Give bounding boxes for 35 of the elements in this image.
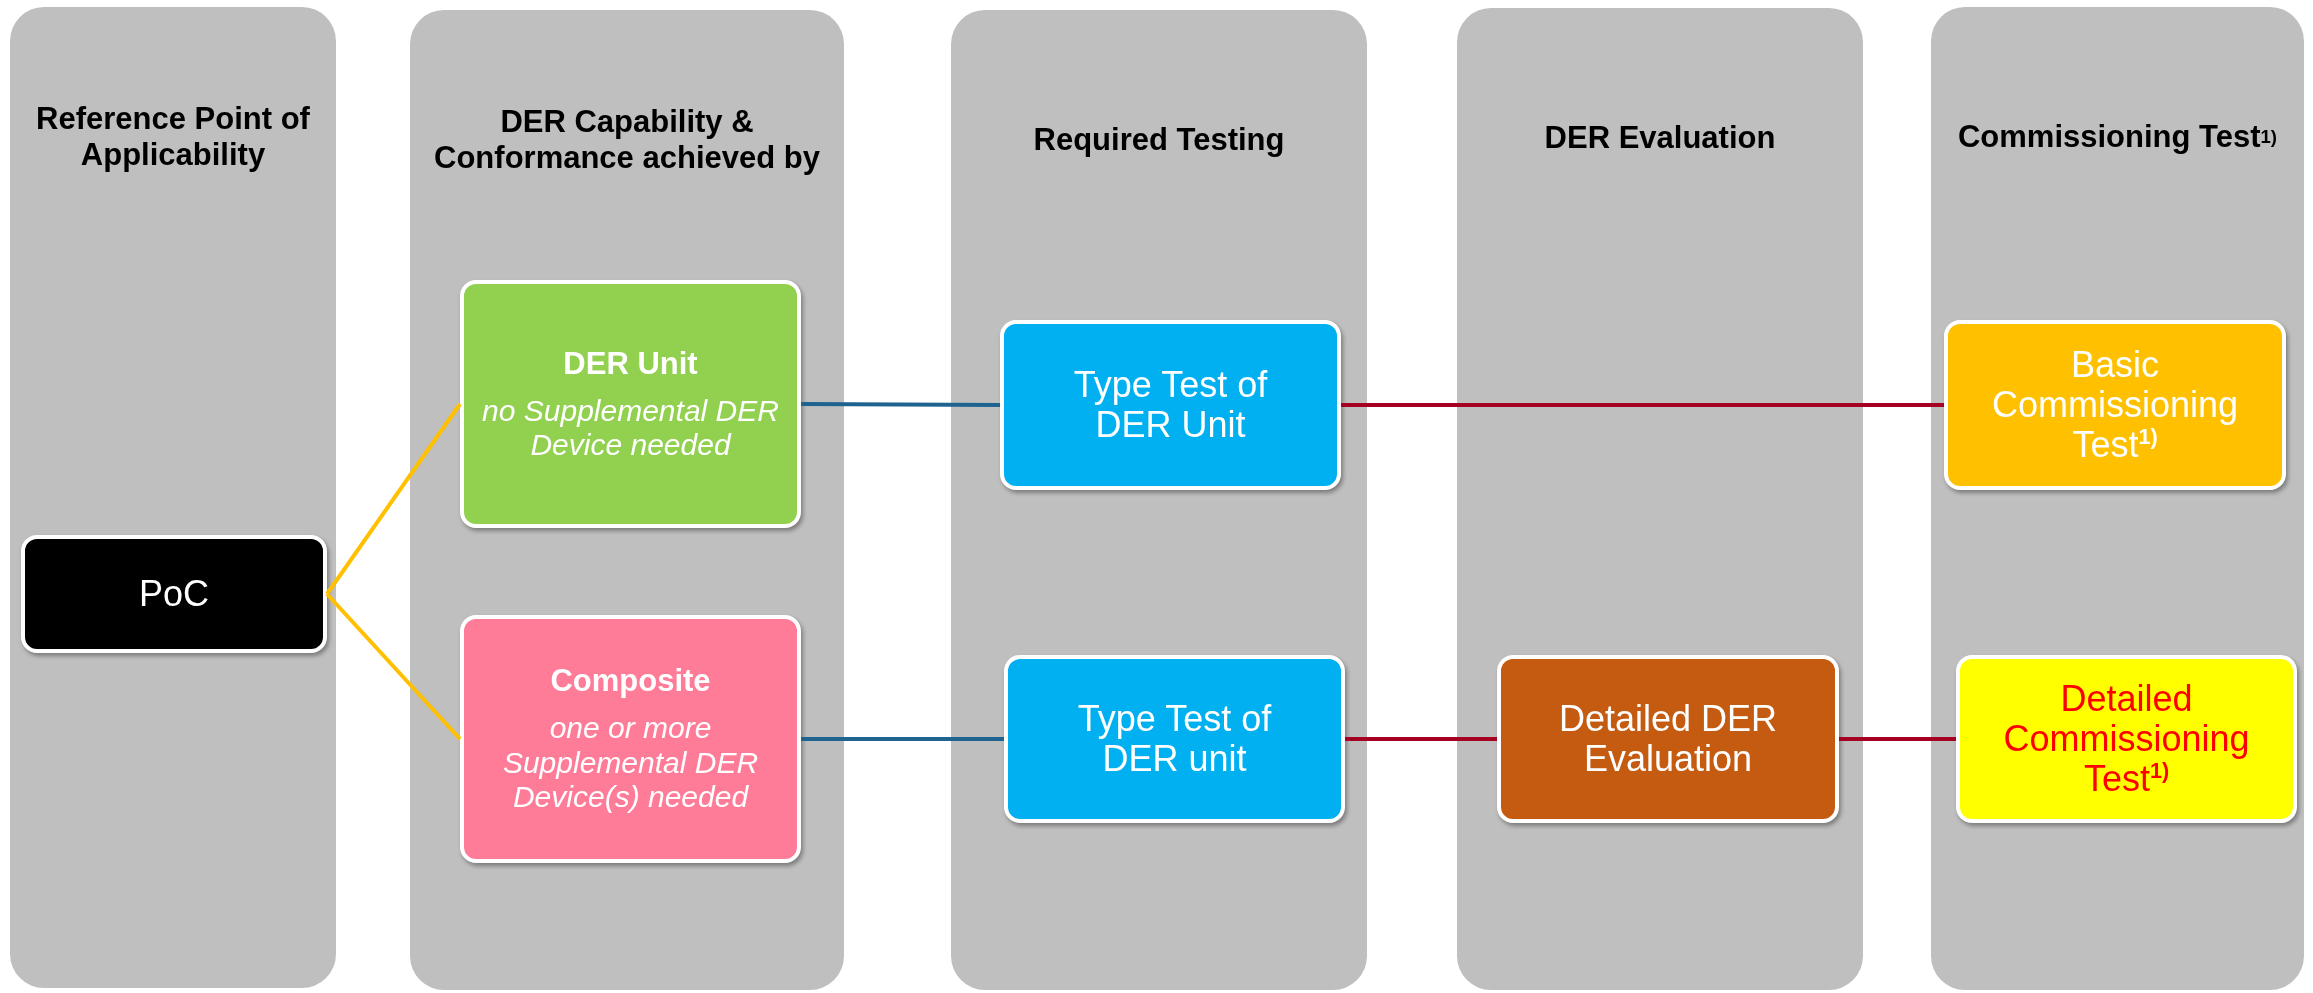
- box-label: PoC: [138, 573, 210, 615]
- column-panel: [951, 10, 1367, 990]
- connector-line: [325, 402, 462, 596]
- process-box: [1497, 655, 1839, 823]
- column-panel: [1931, 7, 2304, 990]
- process-box: [21, 535, 327, 653]
- process-box: [1956, 655, 2297, 823]
- box-label: Detailed Commissioning Test$^{1)}$: [2002, 678, 2251, 800]
- process-box: [1004, 655, 1345, 823]
- connector-line: [801, 402, 1000, 407]
- box-description: no Supplemental DER Device needed: [481, 393, 780, 463]
- column-heading: DER Evaluation: [1543, 119, 1777, 158]
- box-description: one or more Supplemental DER Device(s) needed: [501, 711, 760, 815]
- connector-line: [1839, 737, 1956, 741]
- connector-line: [1341, 403, 1944, 407]
- column-panel: [10, 7, 336, 988]
- box-label: Basic Commissioning Test$^{1)}$: [1990, 344, 2240, 466]
- box-title: Composite: [550, 663, 711, 700]
- column-heading: Commissioning Test$^{1)}$: [1956, 118, 2279, 157]
- box-label: Type Test of DER unit: [1076, 698, 1273, 780]
- column-panel: [410, 10, 844, 990]
- column-heading: Required Testing: [1032, 121, 1286, 160]
- box-label: Detailed DER Evaluation: [1557, 698, 1779, 780]
- box-title: DER Unit: [563, 345, 698, 382]
- process-box: [1000, 320, 1341, 490]
- connector-line: [801, 737, 1004, 741]
- column-heading: Reference Point of Applicability: [35, 100, 311, 174]
- column-heading: DER Capability & Conformance achieved by: [433, 103, 821, 177]
- column-panel: [1457, 8, 1863, 990]
- option-box: [460, 615, 801, 863]
- option-box: [460, 280, 801, 528]
- connector-line: [325, 592, 462, 741]
- process-box: [1944, 320, 2286, 490]
- box-label: Type Test of DER Unit: [1072, 364, 1269, 446]
- connector-line: [1345, 737, 1497, 741]
